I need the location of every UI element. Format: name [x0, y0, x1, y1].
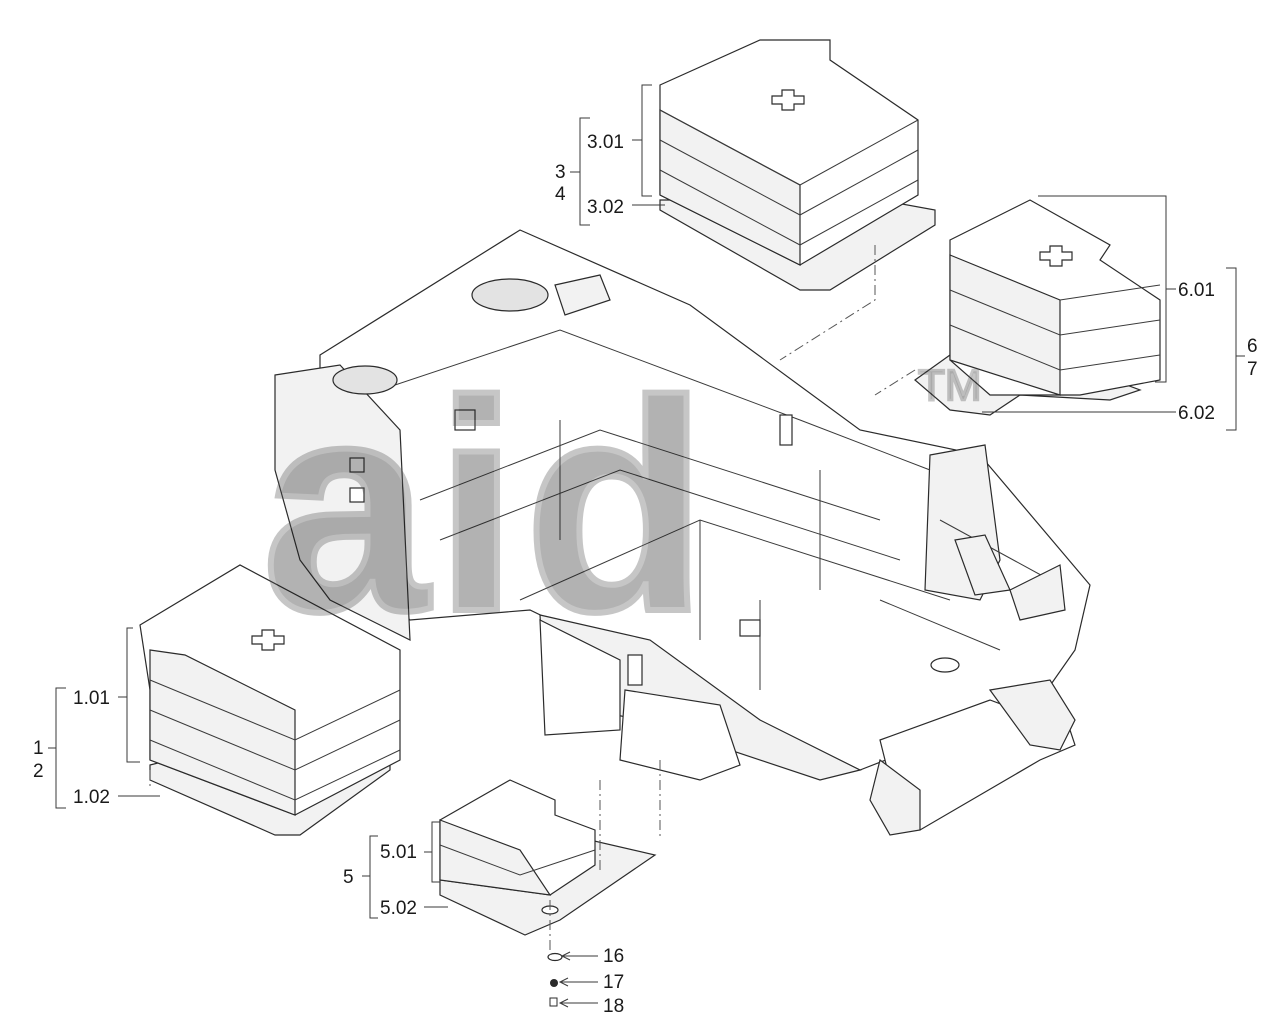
callout-1: 1	[33, 738, 44, 759]
callout-5-02: 5.02	[380, 898, 417, 919]
leader-lines	[48, 84, 1245, 1008]
callout-5: 5	[343, 867, 354, 888]
fasteners	[547, 952, 563, 1007]
callout-18: 18	[603, 996, 624, 1017]
counterweight-3-4	[659, 39, 936, 291]
callout-7: 7	[1247, 359, 1258, 380]
main-frame	[274, 229, 1091, 836]
callout-17: 17	[603, 972, 624, 993]
callout-labels: 3.01 3.02 3 4 6.01 6.02 6 7 1.01 1.02 1 …	[33, 132, 1258, 1017]
callout-3: 3	[555, 162, 566, 183]
counterweight-5	[439, 779, 657, 936]
callout-1-01: 1.01	[73, 688, 110, 709]
callout-3-02: 3.02	[587, 197, 624, 218]
callout-4: 4	[555, 184, 566, 205]
counterweight-6-7	[914, 199, 1161, 416]
assembly-lines	[149, 245, 916, 955]
watermark: aid TM	[259, 335, 983, 677]
callout-16: 16	[603, 946, 624, 967]
callout-5-01: 5.01	[380, 842, 417, 863]
watermark-text: aid	[262, 338, 713, 674]
callout-6-02: 6.02	[1178, 403, 1215, 424]
callout-1-02: 1.02	[73, 787, 110, 808]
callout-2: 2	[33, 761, 44, 782]
callout-6-01: 6.01	[1178, 280, 1215, 301]
callout-3-01: 3.01	[587, 132, 624, 153]
callout-6: 6	[1247, 336, 1258, 357]
watermark-trademark: TM	[918, 361, 982, 410]
counterweight-1-2	[139, 564, 401, 836]
